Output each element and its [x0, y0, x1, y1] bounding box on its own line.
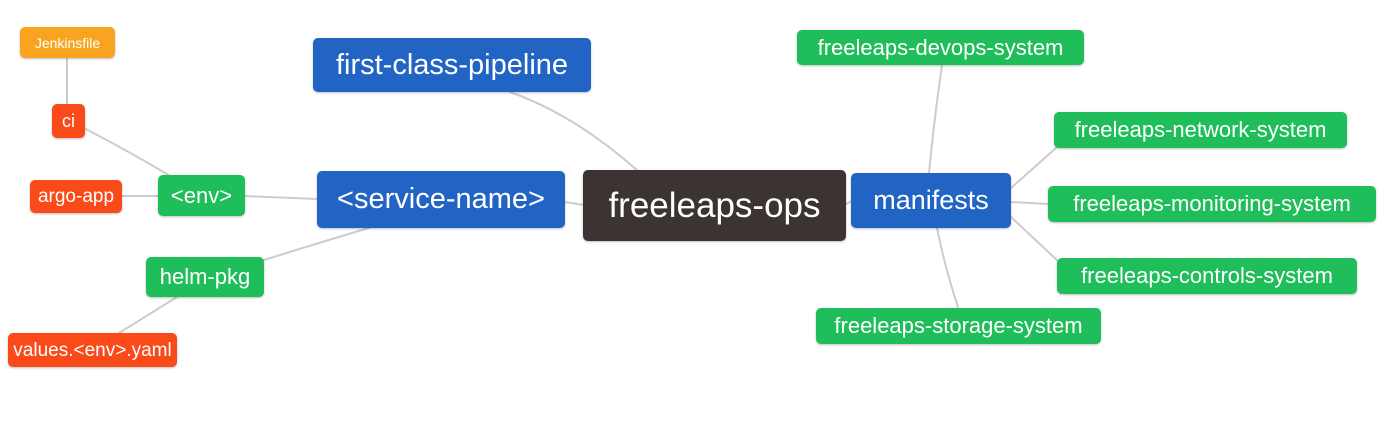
- edge-manifests-network: [1010, 147, 1057, 189]
- edge-values-helm-pkg: [118, 296, 178, 334]
- node-freeleaps-storage-system[interactable]: freeleaps-storage-system: [816, 308, 1101, 344]
- edge-pipeline-freeleaps-ops: [509, 91, 639, 172]
- node-values-env-yaml[interactable]: values.<env>.yaml: [8, 333, 177, 367]
- node-service-name[interactable]: <service-name>: [317, 171, 565, 228]
- node-freeleaps-ops[interactable]: freeleaps-ops: [583, 170, 846, 241]
- node-first-class-pipeline[interactable]: first-class-pipeline: [313, 38, 591, 92]
- node-manifests[interactable]: manifests: [851, 173, 1011, 228]
- edge-manifests-monitoring: [1010, 201, 1049, 205]
- edge-manifests-controls: [1010, 216, 1060, 263]
- edge-manifests-devops: [928, 64, 943, 174]
- node-helm-pkg[interactable]: helm-pkg: [146, 257, 264, 297]
- node-freeleaps-controls-system[interactable]: freeleaps-controls-system: [1057, 258, 1357, 294]
- node-freeleaps-network-system[interactable]: freeleaps-network-system: [1054, 112, 1347, 148]
- node-freeleaps-devops-system[interactable]: freeleaps-devops-system: [797, 30, 1084, 65]
- edge-env-service-name: [243, 195, 318, 200]
- edge-helm-pkg-service-name: [263, 226, 373, 261]
- node-ci[interactable]: ci: [52, 104, 85, 138]
- node-env[interactable]: <env>: [158, 175, 245, 216]
- node-jenkinsfile[interactable]: Jenkinsfile: [20, 27, 115, 58]
- node-freeleaps-monitoring-system[interactable]: freeleaps-monitoring-system: [1048, 186, 1376, 222]
- edge-ci-env: [83, 127, 173, 178]
- edge-manifests-storage: [936, 227, 959, 308]
- edge-service-freeleaps-ops: [564, 201, 585, 206]
- node-argo-app[interactable]: argo-app: [30, 180, 122, 213]
